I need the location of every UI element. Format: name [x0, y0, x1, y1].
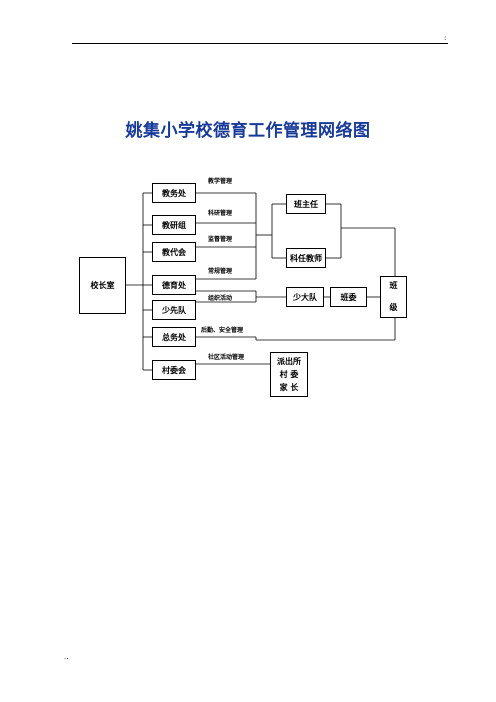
footer-mark: .. — [64, 653, 69, 661]
principal-office-box: 校长室 — [79, 257, 126, 314]
head-teacher-box: 班主任 — [286, 194, 326, 214]
label-routine: 常规管理 — [208, 268, 233, 275]
community-box: 派出所 村 委 家 长 — [270, 352, 308, 397]
class-box: 班 级 — [380, 276, 407, 318]
young-pioneers-box: 少先队 — [152, 300, 196, 320]
subject-teacher-box: 科任教师 — [286, 248, 326, 268]
header-rule — [72, 43, 448, 44]
label-research: 科研管理 — [208, 210, 233, 217]
community-line-1: 派出所 — [277, 357, 301, 366]
community-line-3: 家 长 — [279, 383, 299, 392]
class-committee-box: 班委 — [330, 287, 367, 307]
research-group-box: 教研组 — [152, 215, 196, 235]
label-supervision: 监督管理 — [208, 236, 233, 243]
class-box-line-2: 级 — [389, 303, 398, 312]
staff-congress-box: 教代会 — [152, 242, 196, 262]
moral-education-box: 德育处 — [152, 275, 196, 295]
label-teaching: 教学管理 — [208, 178, 233, 185]
class-box-line-1: 班 — [389, 281, 398, 290]
village-committee-box: 村委会 — [152, 360, 196, 380]
label-activities: 组织活动 — [208, 295, 233, 302]
label-community: 社区活动管理 — [208, 354, 245, 361]
academic-affairs-box: 教务处 — [152, 183, 196, 203]
general-affairs-box: 总务处 — [152, 327, 196, 347]
brigade-box: 少大队 — [286, 287, 324, 307]
community-line-2: 村 委 — [279, 370, 299, 379]
label-logistics: 后勤、安全管理 — [201, 327, 244, 334]
page-title: 姚集小学校德育工作管理网络图 — [125, 121, 371, 141]
header-mark: : — [444, 34, 447, 42]
